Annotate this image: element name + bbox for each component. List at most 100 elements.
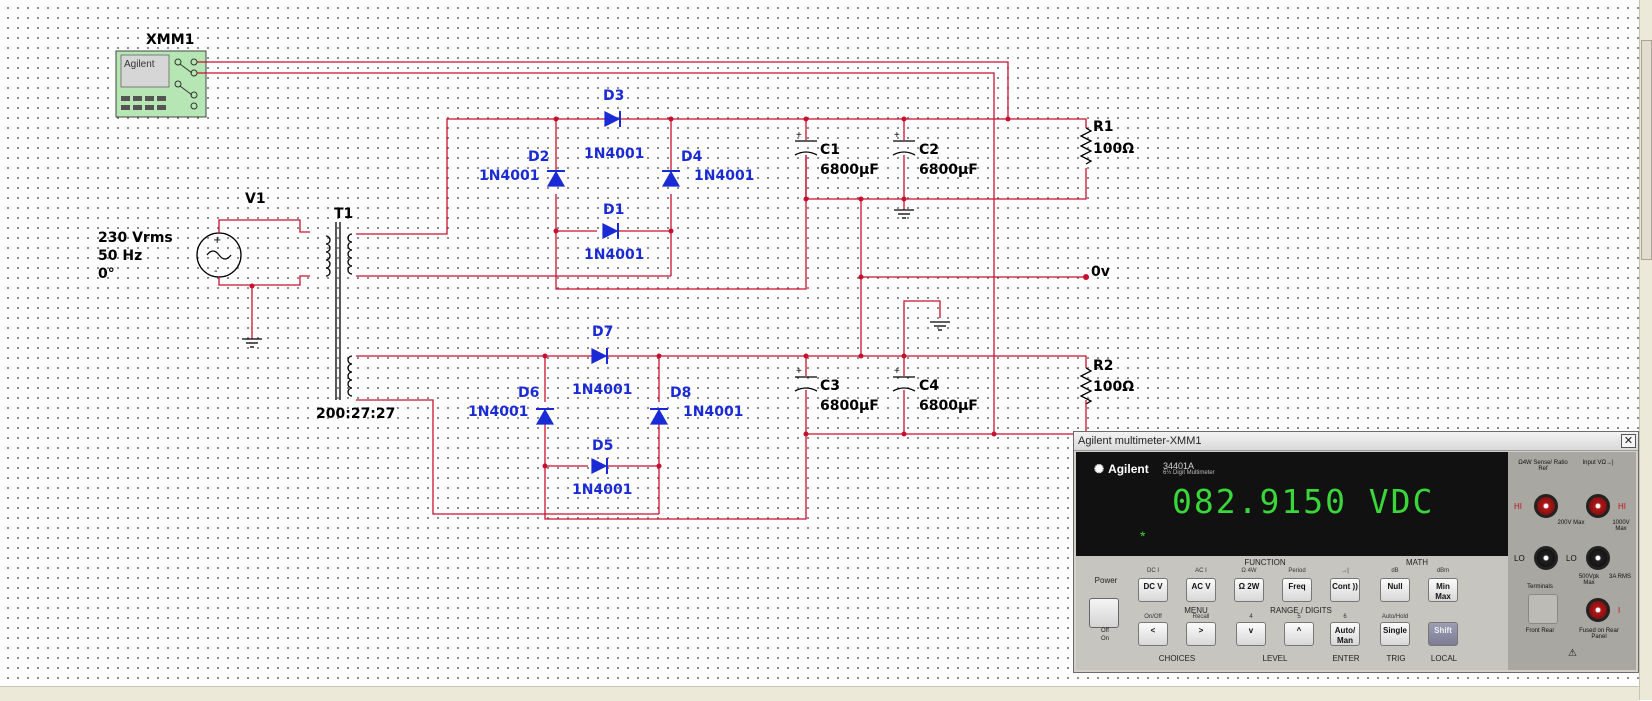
null-button[interactable]: Null xyxy=(1380,578,1410,602)
freq-button[interactable]: Freq xyxy=(1282,578,1312,602)
diode-d6[interactable] xyxy=(535,408,555,425)
key-shift-label: AC I xyxy=(1195,568,1207,574)
d4-ref: D4 xyxy=(681,149,703,165)
power-label: Power xyxy=(1094,576,1118,585)
r1-ref: R1 xyxy=(1093,119,1114,135)
group-trig: TRIG xyxy=(1386,654,1406,663)
d5-model: 1N4001 xyxy=(572,482,632,498)
d1-model: 1N4001 xyxy=(584,247,644,263)
power-on-label: On xyxy=(1100,636,1109,642)
key-shift-label: DC I xyxy=(1147,568,1159,574)
svg-text:+: + xyxy=(796,366,802,377)
r2-value: 100Ω xyxy=(1093,379,1134,395)
capacitor-c3[interactable]: + xyxy=(794,366,818,392)
v1-source[interactable]: + - xyxy=(196,232,242,278)
svg-text:-: - xyxy=(214,266,218,277)
diode-d1[interactable] xyxy=(602,223,619,239)
diode-d8[interactable] xyxy=(649,408,669,425)
ground-symbol xyxy=(242,338,262,348)
horizontal-scrollbar[interactable] xyxy=(0,686,1639,701)
multimeter-body: ✺Agilent 34401A 6½ Digit Multimeter 082.… xyxy=(1076,452,1636,670)
c3-ref: C3 xyxy=(820,378,840,394)
shift-button[interactable]: Shift xyxy=(1428,622,1458,646)
sense-label: Ω4W Sense/ Ratio Ref xyxy=(1518,460,1568,472)
resistor-r2[interactable] xyxy=(1079,367,1093,405)
current-jack[interactable] xyxy=(1586,598,1610,622)
d8-model: 1N4001 xyxy=(683,404,743,420)
front-rear-switch[interactable] xyxy=(1528,594,1558,624)
v1000-label: 1000V Max xyxy=(1612,520,1630,532)
d5-ref: D5 xyxy=(592,438,613,454)
xmm1-symbol[interactable]: Agilent XMM1 xyxy=(115,32,207,118)
zero-volt-label: 0v xyxy=(1091,264,1110,280)
warning-icon: ⚠ xyxy=(1568,648,1577,659)
key-shift-label: 5 xyxy=(1297,614,1301,620)
multimeter-titlebar[interactable]: Agilent multimeter-XMM1 ✕ xyxy=(1074,432,1638,451)
ohm-2w-button[interactable]: Ω 2W xyxy=(1234,578,1264,602)
level-down-button[interactable]: v xyxy=(1236,622,1266,646)
diode-d2[interactable] xyxy=(546,170,566,187)
multimeter-window[interactable]: Agilent multimeter-XMM1 ✕ ✺Agilent 34401… xyxy=(1073,431,1639,673)
input-lo-jack[interactable] xyxy=(1586,546,1610,570)
t1-ref: T1 xyxy=(334,206,353,222)
resistor-r1[interactable] xyxy=(1079,127,1093,165)
single-button[interactable]: Single xyxy=(1380,622,1410,646)
c4-ref: C4 xyxy=(919,378,939,394)
model-number: 34401A xyxy=(1163,461,1195,471)
xmm1-ref: XMM1 xyxy=(146,32,194,48)
sense-hi-jack[interactable] xyxy=(1534,494,1558,518)
t1-transformer[interactable] xyxy=(325,222,353,400)
agilent-logo: ✺Agilent xyxy=(1094,462,1149,476)
vertical-scrollbar[interactable] xyxy=(1639,0,1652,700)
d3-ref: D3 xyxy=(603,88,624,104)
v1-phase: 0° xyxy=(98,266,115,282)
d2-ref: D2 xyxy=(528,149,549,165)
key-shift-label: Period xyxy=(1288,568,1306,574)
capacitor-c1[interactable]: + xyxy=(794,130,818,156)
sense-lo-jack[interactable] xyxy=(1534,546,1558,570)
key-shift-label: 6 xyxy=(1343,614,1347,620)
diode-d4[interactable] xyxy=(661,170,681,187)
choices-right-button[interactable]: > xyxy=(1186,622,1216,646)
choices-left-button[interactable]: < xyxy=(1138,622,1168,646)
input-lo-label: LO xyxy=(1566,554,1577,563)
c1-ref: C1 xyxy=(820,142,840,158)
svg-text:+: + xyxy=(894,130,900,141)
close-icon[interactable]: ✕ xyxy=(1621,434,1636,448)
capacitor-c4[interactable]: + xyxy=(892,366,916,392)
acv-button[interactable]: AC V xyxy=(1186,578,1216,602)
d2-model: 1N4001 xyxy=(479,168,539,184)
power-button[interactable] xyxy=(1089,598,1119,628)
d4-model: 1N4001 xyxy=(694,168,754,184)
group-level: LEVEL xyxy=(1262,654,1288,663)
amps-label: 3A RMS xyxy=(1608,574,1631,580)
annunciator: * xyxy=(1140,528,1146,544)
diode-d5[interactable] xyxy=(591,458,608,474)
key-shift-label: 4 xyxy=(1249,614,1253,620)
xmm1-icon-label: Agilent xyxy=(124,59,155,70)
min-max-button[interactable]: Min Max xyxy=(1428,578,1458,602)
diode-d7[interactable] xyxy=(591,348,608,364)
d7-model: 1N4001 xyxy=(572,382,632,398)
terminals-label: Terminals xyxy=(1527,584,1553,590)
input-hi-jack[interactable] xyxy=(1586,494,1610,518)
c2-ref: C2 xyxy=(919,142,939,158)
capacitor-c2[interactable]: + xyxy=(892,130,916,156)
group-range: RANGE / DIGITS xyxy=(1270,606,1332,615)
svg-text:+: + xyxy=(213,235,221,246)
key-shift-label: On/Off xyxy=(1144,614,1162,620)
key-shift-label: Auto/Hold xyxy=(1381,614,1409,620)
level-up-button[interactable]: ^ xyxy=(1284,622,1314,646)
sense-hi-label: HI xyxy=(1514,502,1522,511)
group-enter: ENTER xyxy=(1332,654,1360,663)
keypad: FUNCTION MATH Power Off On DC I DC V AC … xyxy=(1076,556,1508,670)
dcv-button[interactable]: DC V xyxy=(1138,578,1168,602)
auto-man-button[interactable]: Auto/ Man xyxy=(1330,622,1360,646)
diode-d3[interactable] xyxy=(604,111,621,127)
schematic-drawing[interactable]: Agilent XMM1 + - V1 230 Vrms 50 Hz 0° xyxy=(0,0,1639,686)
v500-label: 500Vpk Max xyxy=(1578,574,1600,586)
scrollbar-thumb[interactable] xyxy=(1641,40,1652,260)
multimeter-title: Agilent multimeter-XMM1 xyxy=(1078,435,1202,447)
continuity-button[interactable]: Cont )) xyxy=(1330,578,1360,602)
